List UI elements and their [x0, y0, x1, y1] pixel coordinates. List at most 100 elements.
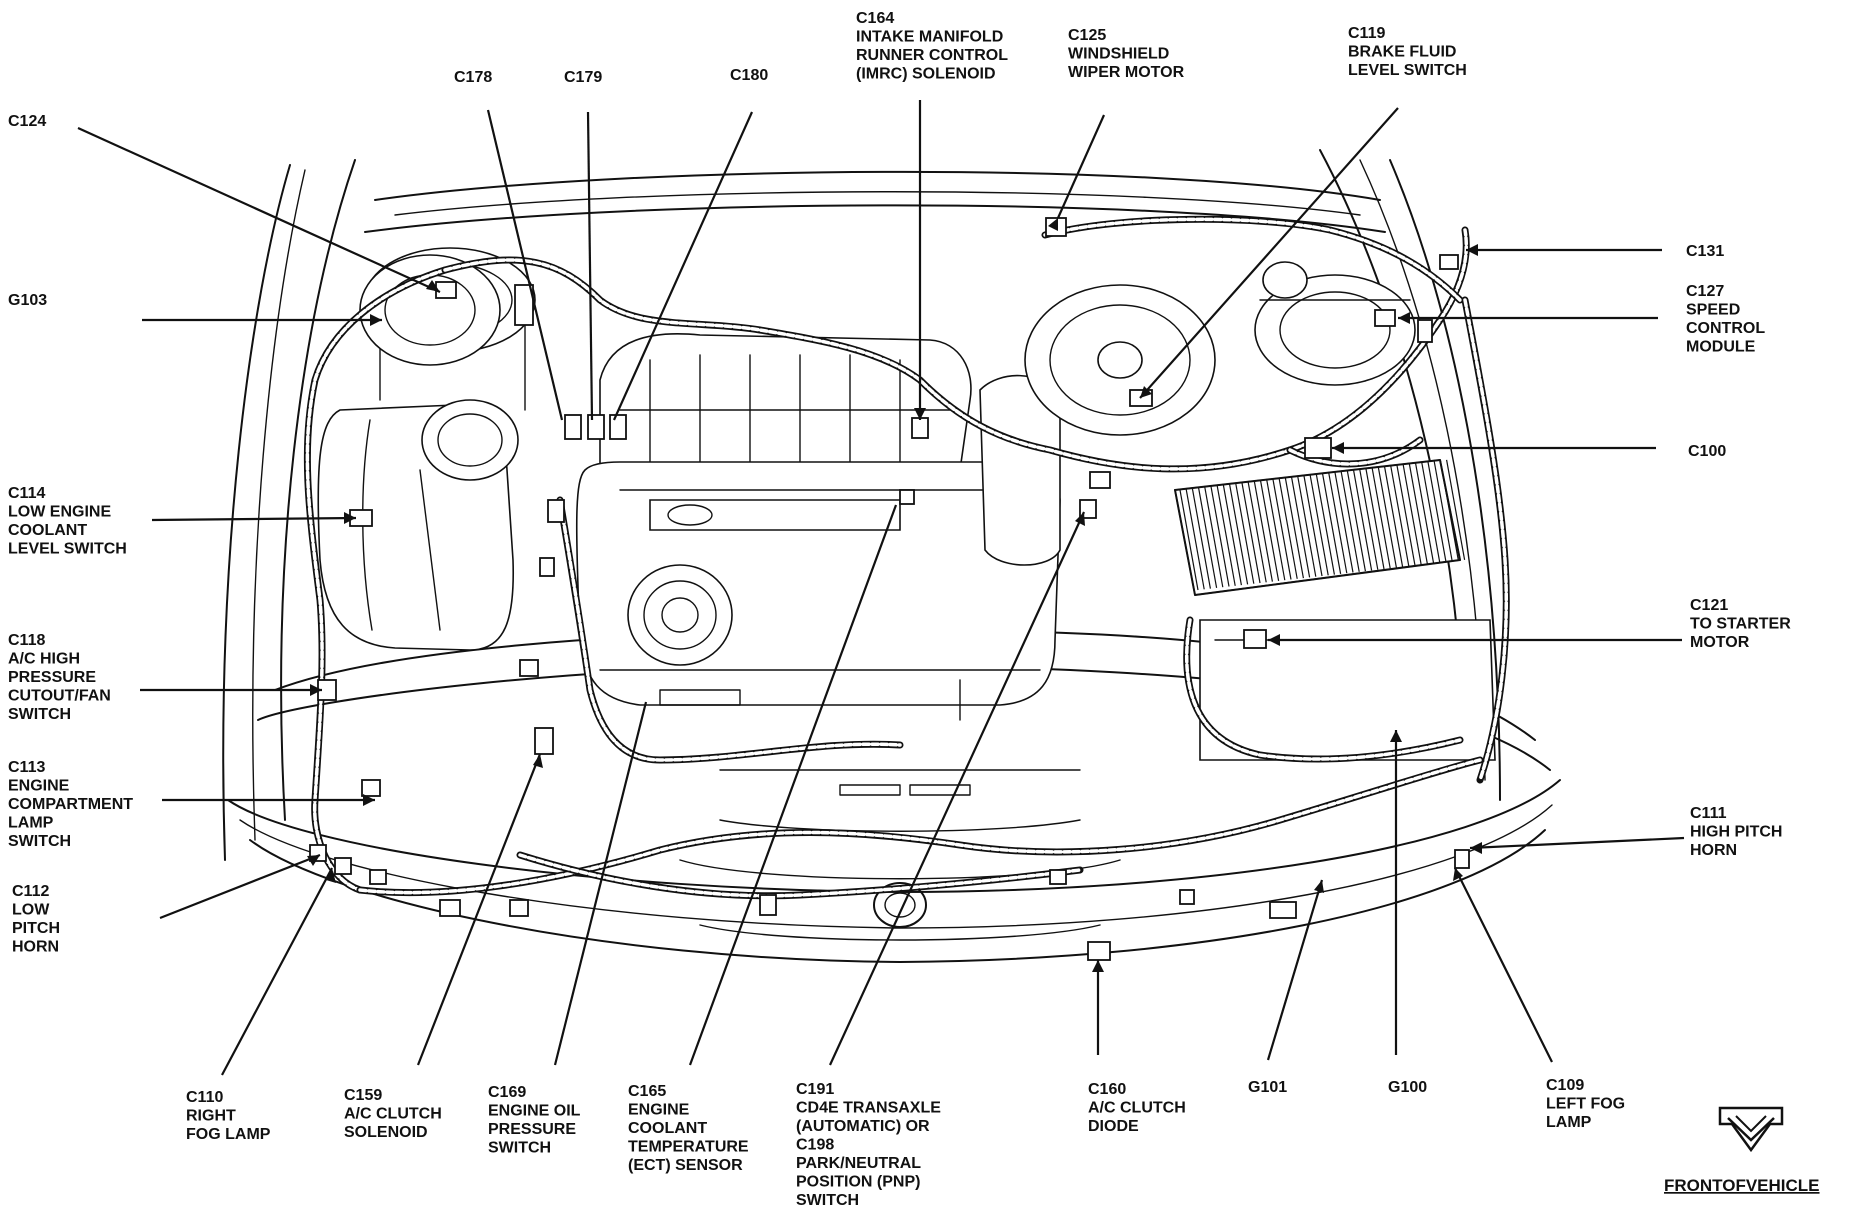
- label-line: (ECT) SENSOR: [628, 1157, 743, 1174]
- label-line: PITCH: [12, 920, 60, 937]
- battery-hatch-line: [1272, 479, 1292, 580]
- label-line: LOW ENGINE: [8, 504, 111, 521]
- label-g103: G103: [8, 292, 47, 309]
- label-line: C118: [8, 632, 45, 649]
- label-line: LOW: [12, 902, 50, 919]
- battery-hatch-line: [1384, 466, 1404, 568]
- label-line: (AUTOMATIC) OR: [796, 1118, 930, 1135]
- label-line: ENGINE OIL: [488, 1103, 581, 1120]
- front-of-vehicle-indicator: FRONTOFVEHICLE: [1664, 1106, 1820, 1195]
- battery-hatch-line: [1408, 463, 1428, 565]
- battery-hatch-line: [1222, 484, 1242, 586]
- battery-hatch-line: [1315, 474, 1335, 575]
- label-c100: C100: [1688, 443, 1726, 460]
- label-line: SWITCH: [796, 1192, 859, 1209]
- label-line: COOLANT: [8, 522, 87, 539]
- battery-hatch-line: [1210, 486, 1230, 587]
- label-line: RIGHT: [186, 1108, 236, 1125]
- label-line: ENGINE: [8, 778, 70, 795]
- battery-hatch-line: [1322, 473, 1342, 575]
- battery-hatch-line: [1402, 464, 1422, 565]
- label-line: C164: [856, 10, 894, 27]
- label-line: A/C HIGH: [8, 651, 80, 668]
- label-line: LEFT FOG: [1546, 1096, 1625, 1113]
- label-line: SWITCH: [488, 1140, 551, 1157]
- label-line: SWITCH: [8, 706, 71, 723]
- battery-hatch-line: [1396, 465, 1416, 566]
- battery-hatch-line: [1446, 459, 1466, 561]
- label-line: C198: [796, 1137, 834, 1154]
- label-line: PRESSURE: [8, 669, 96, 686]
- battery-hatch-line: [1253, 481, 1273, 582]
- label-line: C119: [1348, 25, 1385, 42]
- label-line: CONTROL: [1686, 320, 1765, 337]
- brake-master-cylinder: [1254, 261, 1416, 386]
- label-line: SPEED: [1686, 302, 1740, 319]
- battery-hatch-line: [1303, 475, 1323, 577]
- battery-hatch-line: [1365, 468, 1385, 570]
- label-line: A/C CLUTCH: [344, 1106, 442, 1123]
- label-line: MODULE: [1686, 339, 1756, 356]
- label-line: C131: [1686, 243, 1724, 260]
- battery-hatch-line: [1309, 475, 1329, 576]
- battery-hatch-line: [1377, 467, 1397, 568]
- label-line: SWITCH: [8, 833, 71, 850]
- battery-hatch-line: [1433, 461, 1453, 562]
- battery-hatch-line: [1371, 468, 1391, 569]
- label-line: TO STARTER: [1690, 616, 1791, 633]
- label-line: LEVEL SWITCH: [1348, 62, 1467, 79]
- label-line: WINDSHIELD: [1068, 46, 1169, 63]
- label-line: G103: [8, 292, 47, 309]
- battery-hatch-line: [1278, 478, 1298, 579]
- battery-hatch-line: [1179, 489, 1199, 591]
- label-line: C191: [796, 1081, 834, 1098]
- label-line: C169: [488, 1084, 526, 1101]
- battery-hatch-line: [1235, 483, 1255, 584]
- label-line: COOLANT: [628, 1120, 707, 1137]
- label-line: C159: [344, 1087, 382, 1104]
- battery-hatch-line: [1359, 469, 1379, 570]
- battery-hatch-line: [1390, 466, 1410, 567]
- battery-hatch-line: [1198, 487, 1218, 589]
- label-c179: C179: [564, 69, 602, 86]
- label-line: A/C CLUTCH: [1088, 1100, 1186, 1117]
- label-line: C124: [8, 113, 46, 130]
- battery-hatch-line: [1415, 463, 1435, 564]
- label-line: C110: [186, 1089, 223, 1106]
- leader-lines: [77, 100, 1685, 1076]
- wiring-harness: [303, 215, 1510, 900]
- battery-hatch-line: [1297, 476, 1317, 577]
- battery-hatch-line: [1247, 482, 1267, 583]
- label-line: INTAKE MANIFOLD: [856, 29, 1003, 46]
- label-line: C160: [1088, 1081, 1126, 1098]
- battery-hatch-line: [1334, 472, 1354, 573]
- battery-hatch-line: [1328, 473, 1348, 574]
- label-line: POSITION (PNP): [796, 1174, 920, 1191]
- label-line: HORN: [12, 939, 59, 956]
- label-line: HIGH PITCH: [1690, 824, 1782, 841]
- label-line: COMPARTMENT: [8, 796, 133, 813]
- label-c124: C124: [8, 113, 46, 130]
- battery-hatch-line: [1191, 488, 1211, 589]
- label-line: BRAKE FLUID: [1348, 44, 1456, 61]
- label-line: CUTOUT/FAN: [8, 688, 111, 705]
- label-line: PARK/NEUTRAL: [796, 1155, 921, 1172]
- label-line: FOG LAMP: [186, 1126, 271, 1143]
- label-line: WIPER MOTOR: [1068, 64, 1185, 81]
- front-of-vehicle-label: FRONTOFVEHICLE: [1664, 1176, 1820, 1195]
- label-line: C114: [8, 485, 45, 502]
